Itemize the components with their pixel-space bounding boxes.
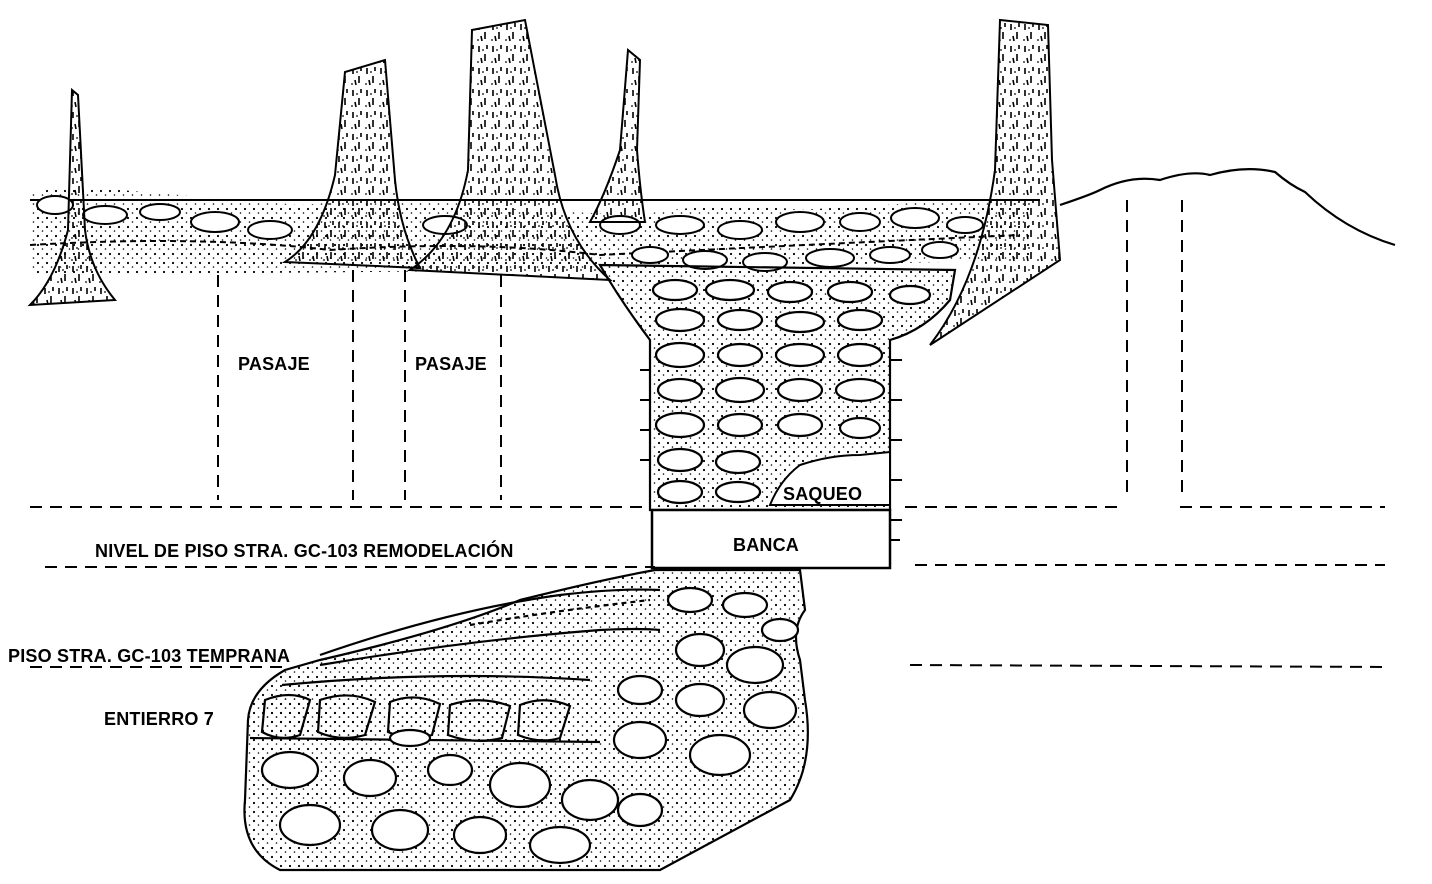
temprana-line xyxy=(30,664,1391,668)
pasaje-label-1: PASAJE xyxy=(238,354,310,374)
tree-1 xyxy=(27,87,118,307)
banca-label: BANCA xyxy=(733,535,799,555)
tree-4 xyxy=(588,47,647,223)
wall-edge-ticks xyxy=(640,359,902,541)
piso-temprana-label: PISO STRA. GC-103 TEMPRANA xyxy=(8,646,291,666)
pasaje-label-2: PASAJE xyxy=(415,354,487,374)
saqueo-zone xyxy=(768,450,891,506)
remodelacion-line xyxy=(45,564,1385,568)
entierro-7-label: ENTIERRO 7 xyxy=(104,709,215,729)
saqueo-label: SAQUEO xyxy=(783,484,863,504)
level-lines xyxy=(30,200,1391,668)
mound-outline xyxy=(1059,168,1396,247)
nivel-remodelacion-label: NIVEL DE PISO STRA. GC-103 REMODELACIÓN xyxy=(95,541,514,561)
fill-stones xyxy=(260,586,800,865)
tree-5 xyxy=(929,18,1062,346)
banca-box xyxy=(650,508,892,570)
tree-2 xyxy=(281,58,422,270)
burial-cists xyxy=(249,693,601,748)
stone-wall-block xyxy=(598,263,957,512)
